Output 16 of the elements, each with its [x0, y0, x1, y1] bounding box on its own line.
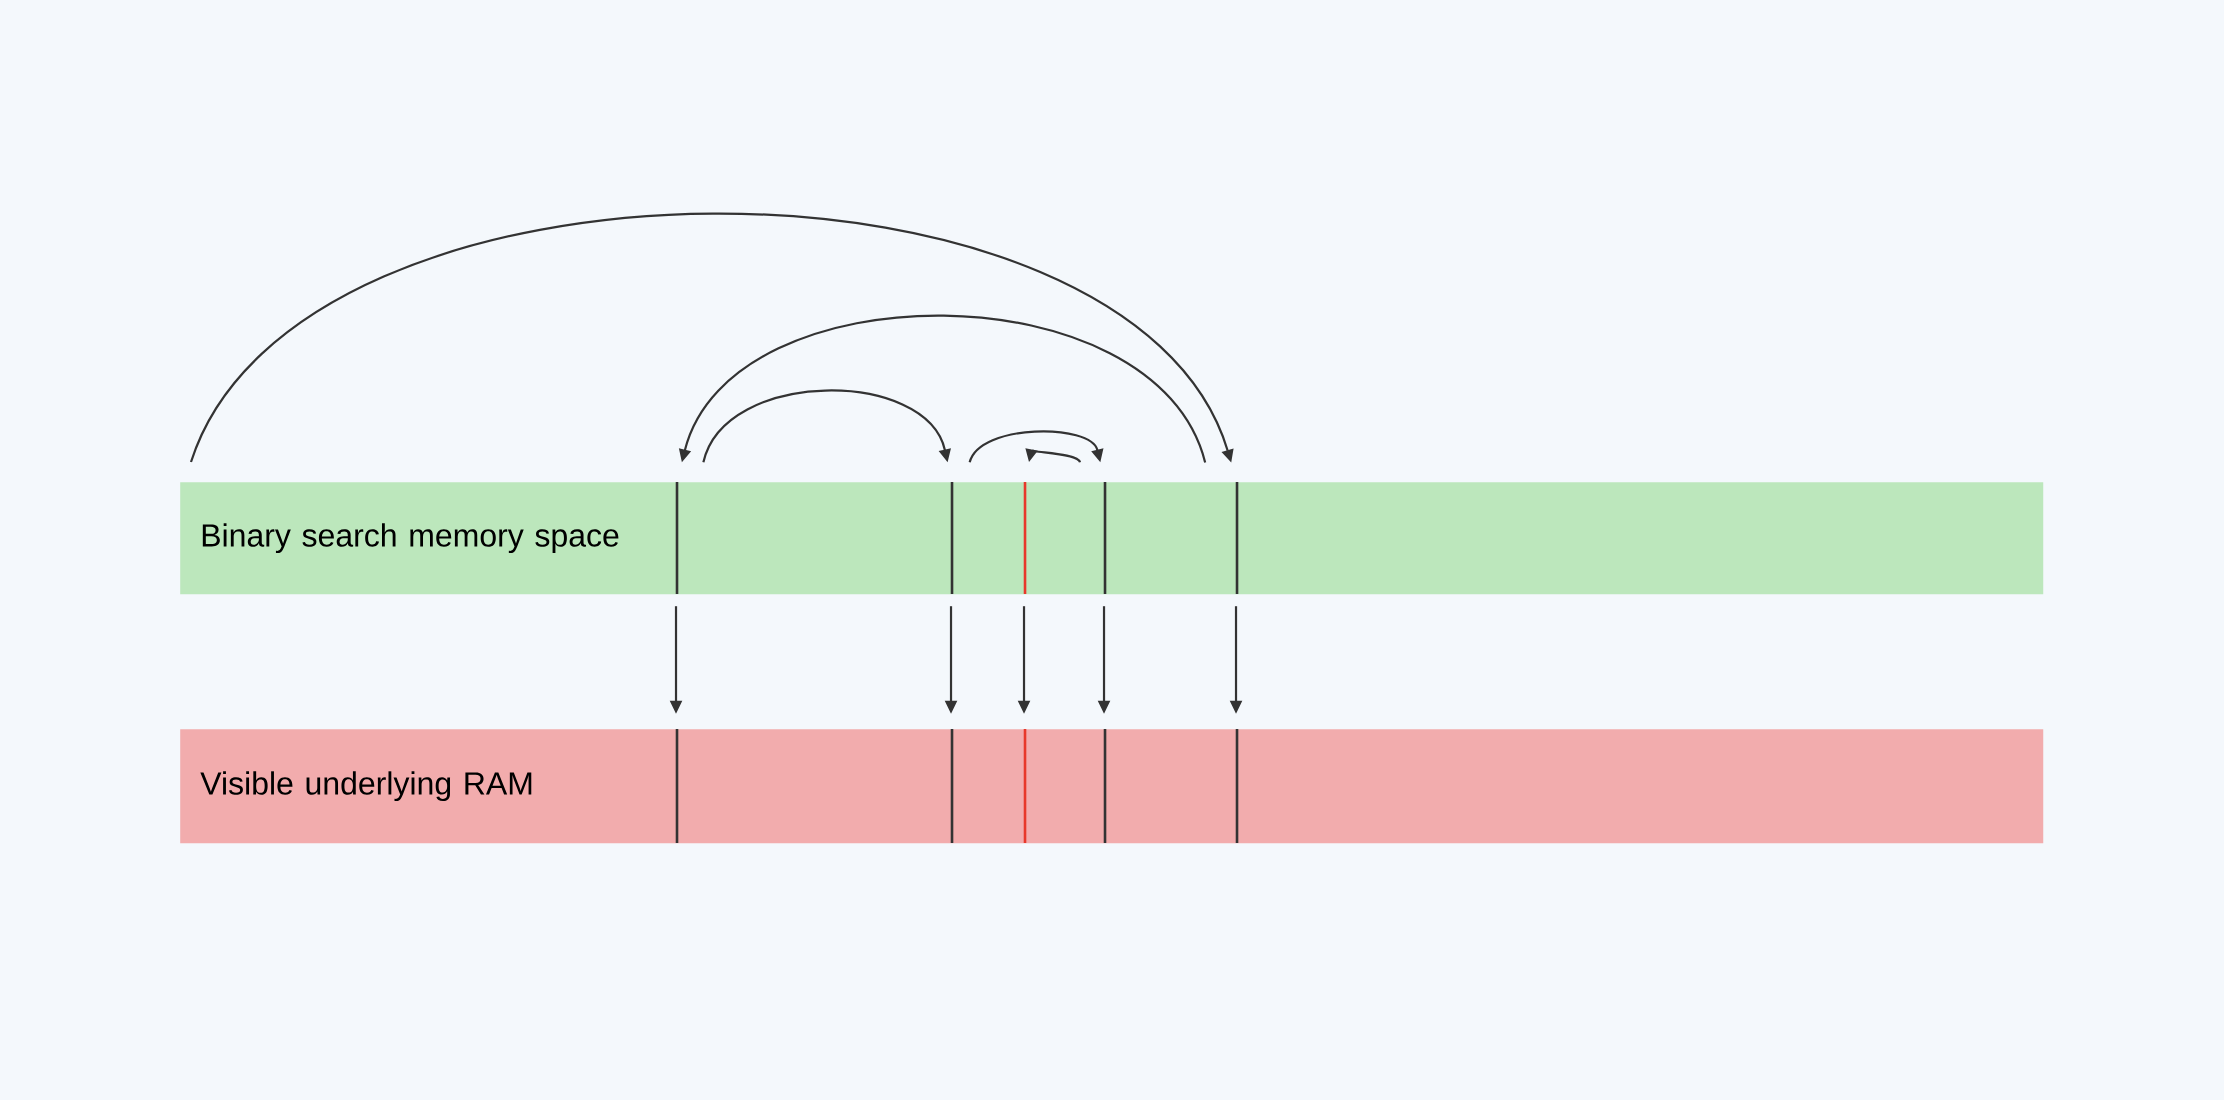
- marker-line: [1103, 482, 1107, 594]
- arrow: [968, 430, 1104, 463]
- marker-line: [1103, 729, 1107, 843]
- marker-line: [1023, 482, 1027, 594]
- marker-line: [950, 729, 954, 843]
- arrow: [702, 389, 951, 463]
- marker-line: [1235, 729, 1239, 843]
- memory-bar: Binary search memory space: [180, 482, 2044, 595]
- marker-line: [1023, 729, 1027, 843]
- marker-line: [950, 482, 954, 594]
- arrow: [1025, 448, 1081, 463]
- memory-bar: Visible underlying RAM: [180, 729, 2044, 844]
- marker-line: [1235, 482, 1239, 594]
- arrow: [190, 212, 1234, 463]
- marker-line: [675, 482, 679, 594]
- marker-line: [675, 729, 679, 843]
